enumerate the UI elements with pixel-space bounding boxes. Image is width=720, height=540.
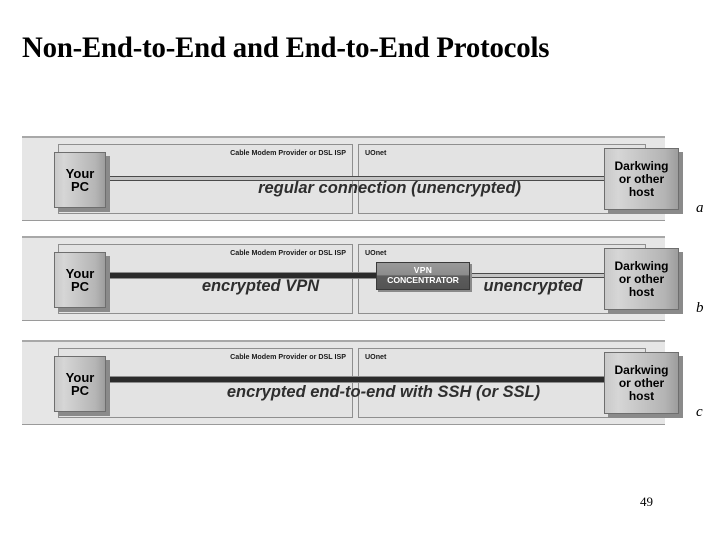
isp-panel-label: Cable Modem Provider or DSL ISP bbox=[230, 248, 346, 257]
page-title: Non-End-to-End and End-to-End Protocols bbox=[22, 31, 550, 64]
host-label-line3: host bbox=[628, 284, 655, 299]
vpn-concentrator-node: VPN CONCENTRATOR bbox=[376, 262, 470, 290]
host-label-line2: or other bbox=[618, 171, 665, 186]
host-label-line3: host bbox=[628, 388, 655, 403]
vpn-label-line1: VPN bbox=[413, 265, 433, 275]
isp-panel-c: Cable Modem Provider or DSL ISP bbox=[58, 348, 353, 418]
caption-row-b-right: unencrypted bbox=[483, 276, 583, 295]
darkwing-host-node-c: Darkwing or other host bbox=[604, 352, 679, 414]
scenario-row-b: Cable Modem Provider or DSL ISP UOnet en… bbox=[22, 236, 704, 321]
protocol-diagram: Cable Modem Provider or DSL ISP UOnet re… bbox=[0, 128, 720, 428]
isp-panel-label: Cable Modem Provider or DSL ISP bbox=[230, 352, 346, 361]
host-label-line1: Darkwing bbox=[614, 362, 669, 377]
row-letter-b: b bbox=[696, 300, 704, 316]
host-label-line1: Darkwing bbox=[614, 258, 669, 273]
your-pc-node-a: Your PC bbox=[54, 152, 106, 208]
connection-line-a bbox=[106, 176, 606, 181]
caption-row-c: encrypted end-to-end with SSH (or SSL) bbox=[226, 382, 541, 401]
row-letter-c: c bbox=[696, 404, 703, 420]
page-number: 49 bbox=[640, 494, 653, 509]
host-label-line1: Darkwing bbox=[614, 158, 669, 173]
isp-panel-b: Cable Modem Provider or DSL ISP bbox=[58, 244, 353, 314]
your-pc-label-line2: PC bbox=[70, 383, 90, 398]
host-label-line2: or other bbox=[618, 375, 665, 390]
darkwing-host-node-b: Darkwing or other host bbox=[604, 248, 679, 310]
vpn-label-line2: CONCENTRATOR bbox=[387, 275, 459, 285]
uonet-panel-label: UOnet bbox=[365, 352, 387, 361]
uonet-panel-label: UOnet bbox=[365, 148, 387, 157]
host-label-line2: or other bbox=[618, 271, 665, 286]
scenario-row-a: Cable Modem Provider or DSL ISP UOnet re… bbox=[22, 136, 704, 221]
your-pc-node-c: Your PC bbox=[54, 356, 106, 412]
your-pc-label-line1: Your bbox=[65, 166, 95, 181]
encrypted-end-to-end-line-c bbox=[106, 376, 608, 383]
your-pc-label-line2: PC bbox=[70, 179, 90, 194]
your-pc-label-line1: Your bbox=[65, 266, 95, 281]
row-letter-a: a bbox=[696, 200, 704, 216]
scenario-row-c: Cable Modem Provider or DSL ISP UOnet en… bbox=[22, 340, 703, 425]
uonet-panel-c: UOnet bbox=[358, 348, 646, 418]
caption-row-b-left: encrypted VPN bbox=[201, 276, 320, 295]
your-pc-node-b: Your PC bbox=[54, 252, 106, 308]
darkwing-host-node-a: Darkwing or other host bbox=[604, 148, 679, 210]
caption-row-a: regular connection (unencrypted) bbox=[258, 178, 522, 197]
your-pc-label-line2: PC bbox=[70, 279, 90, 294]
encrypted-vpn-line-b bbox=[106, 272, 382, 279]
your-pc-label-line1: Your bbox=[65, 370, 95, 385]
isp-panel-label: Cable Modem Provider or DSL ISP bbox=[230, 148, 346, 157]
unencrypted-line-b bbox=[466, 273, 608, 278]
uonet-panel-label: UOnet bbox=[365, 248, 387, 257]
host-label-line3: host bbox=[628, 184, 655, 199]
